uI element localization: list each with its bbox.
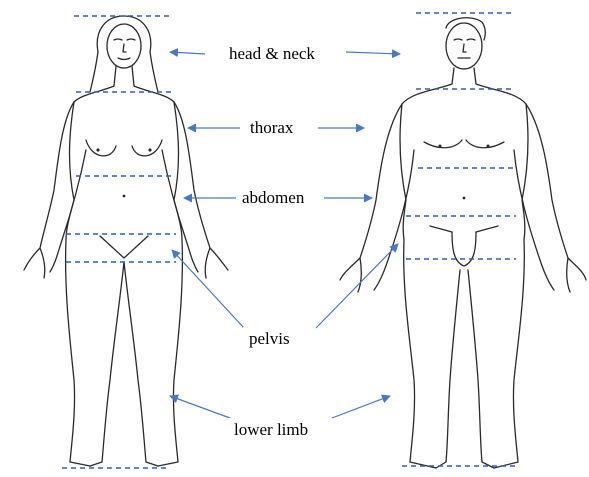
- label-abdomen: abdomen: [236, 186, 310, 210]
- label-lower-limb: lower limb: [228, 418, 314, 442]
- male-region-lines: [402, 13, 516, 466]
- female-hair: [97, 16, 158, 92]
- label-pelvis: pelvis: [243, 327, 296, 351]
- female-figure: [24, 16, 228, 466]
- arrow-pelvis-left: [172, 250, 244, 328]
- label-head-neck: head & neck: [223, 42, 321, 66]
- arrow-head-neck-right: [346, 52, 400, 54]
- female-left-side: [66, 102, 74, 240]
- male-left-leg: [404, 240, 436, 468]
- male-right-leg: [494, 240, 524, 468]
- arrow-lower-limb-right: [332, 396, 390, 418]
- label-thorax: thorax: [244, 116, 299, 140]
- female-right-leg: [158, 240, 182, 466]
- female-region-lines: [62, 16, 176, 468]
- arrow-lower-limb-left: [170, 396, 230, 418]
- arrow-head-neck-left: [170, 52, 205, 54]
- arrow-pelvis-right: [316, 244, 398, 328]
- pointer-arrows: [170, 52, 400, 418]
- female-left-arm: [24, 102, 74, 278]
- male-right-arm: [526, 104, 586, 292]
- female-left-leg: [66, 240, 90, 466]
